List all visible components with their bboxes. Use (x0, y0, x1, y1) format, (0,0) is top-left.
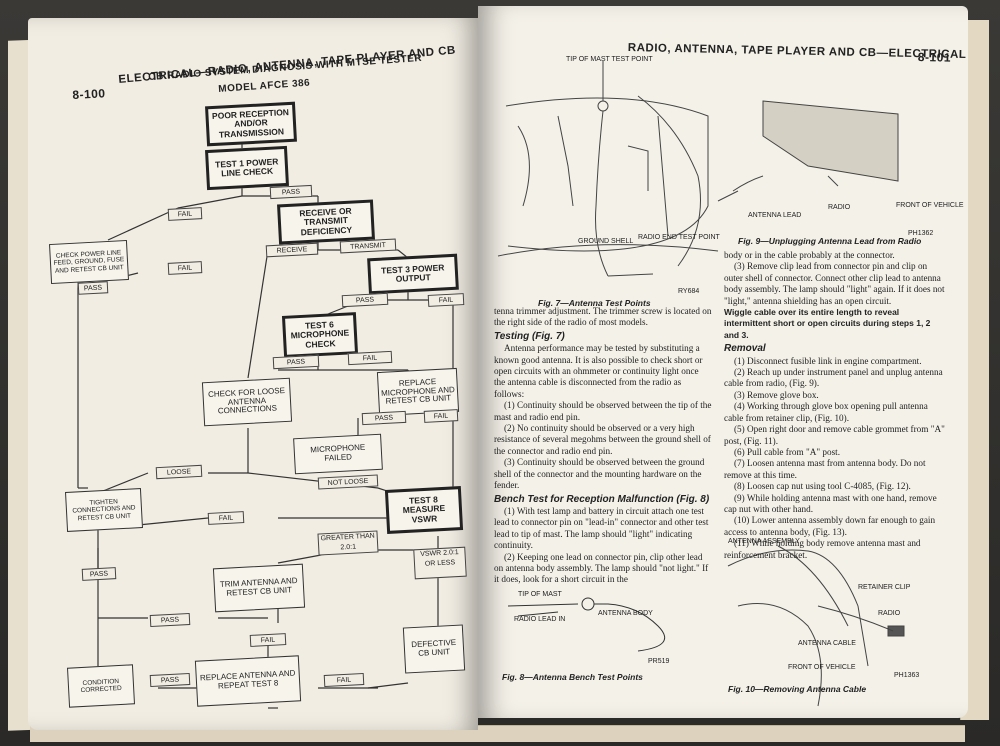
col1-bench-p1: (1) With test lamp and battery in circui… (494, 505, 709, 551)
right-page: RADIO, ANTENNA, TAPE PLAYER AND CB—ELECT… (478, 6, 968, 718)
flow-test1-box: TEST 1 POWER LINE CHECK (205, 145, 289, 191)
fig8-antenna-body-label: ANTENNA BODY (598, 610, 653, 617)
col2-r5: (5) Open right door and remove cable gro… (724, 424, 945, 446)
flow-pass-tag-1: PASS (269, 184, 313, 200)
fig10-front-label: FRONT OF VEHICLE (788, 664, 856, 671)
flow-receive-transmit-box: RECEIVE OR TRANSMIT DEFICIENCY (277, 199, 375, 245)
flow-greater-tag: GREATER THAN 2.0:1 (317, 530, 379, 556)
col1-testing-p2: (1) Continuity should be observed betwee… (494, 400, 712, 422)
flow-replace-antenna-box: REPLACE ANTENNA AND REPEAT TEST 8 (194, 655, 302, 707)
col1-testing-p4: (3) Continuity should be observed betwee… (494, 457, 705, 491)
fig9-code: PH1362 (908, 230, 934, 237)
flow-test6-box: TEST 6 MICROPHONE CHECK (281, 312, 359, 358)
flow-mic-failed-box: MICROPHONE FAILED (293, 433, 383, 475)
fig9-radio-label: RADIO (828, 204, 851, 211)
right-column-2: body or in the cable probably at the con… (724, 250, 946, 561)
flow-pass-tag-4: PASS (272, 354, 320, 370)
flow-vswr-less-tag: VSWR 2.0:1 OR LESS (413, 546, 467, 580)
flow-check-antenna-box: CHECK FOR LOOSE ANTENNA CONNECTIONS (201, 377, 293, 427)
col1-intro: tenna trimmer adjustment. The trimmer sc… (494, 306, 712, 328)
fig7-tip-label: TIP OF MAST TEST POINT (566, 56, 653, 63)
flow-fail-tag-4: FAIL (347, 350, 393, 366)
flow-fail-tag-7: FAIL (249, 633, 287, 647)
fig10-cable-label: ANTENNA CABLE (798, 640, 856, 647)
fig9-front-label: FRONT OF VEHICLE (896, 202, 964, 209)
col2-p1: body or in the cable probably at the con… (724, 250, 895, 260)
flow-pass-tag-3: PASS (341, 292, 389, 308)
testing-heading: Testing (Fig. 7) (494, 330, 565, 342)
col2-p2: (3) Remove clip lead from connector pin … (724, 261, 945, 306)
flow-fail-tag-6: FAIL (207, 511, 245, 525)
right-column-1: tenna trimmer adjustment. The trimmer sc… (494, 306, 712, 586)
flow-start-box: POOR RECEPTION AND/OR TRANSMISSION (205, 101, 297, 147)
col2-note: Wiggle cable over its entire length to r… (724, 307, 931, 340)
flow-pass-tag-5: PASS (361, 410, 407, 426)
figure-illustrations (497, 61, 905, 707)
col2-r3: (3) Remove glove box. (734, 389, 819, 400)
col2-r1: (1) Disconnect fusible link in engine co… (734, 355, 922, 366)
flow-pass-tag-6: PASS (81, 567, 117, 581)
flow-defective-box: DEFECTIVE CB UNIT (402, 624, 466, 674)
col2-r10: (10) Lower antenna assembly down far eno… (724, 515, 936, 537)
fig8-radio-lead-label: RADIO LEAD IN (514, 616, 566, 623)
flow-loose-tag: LOOSE (155, 464, 203, 480)
flow-fail-tag-1: FAIL (167, 207, 203, 221)
flow-pass-tag-7: PASS (149, 612, 191, 628)
flow-pass-tag-2: PASS (77, 281, 109, 295)
col2-r11: (11) While holding body remove antenna m… (724, 538, 921, 560)
left-page: 8-100 ELECTRICAL—RADIO, ANTENNA, TAPE PL… (28, 18, 478, 730)
fig10-retainer-label: RETAINER CLIP (858, 584, 911, 591)
fig7-code: RY684 (678, 288, 700, 295)
fig8-code: PR519 (648, 658, 670, 665)
flow-fail-tag-8: FAIL (323, 672, 365, 688)
flow-check-power-box: CHECK POWER LINE FEED, GROUND, FUSE AND … (49, 239, 129, 285)
fig9-antenna-lead-label: ANTENNA LEAD (748, 212, 802, 219)
col2-r9: (9) While holding antenna mast with one … (724, 492, 937, 514)
fig7-caption: Fig. 7—Antenna Test Points (538, 298, 651, 308)
flow-corrected-box: CONDITION CORRECTED (66, 664, 136, 708)
flow-test3-box: TEST 3 POWER OUTPUT (367, 253, 459, 295)
flow-fail-tag-5: FAIL (423, 409, 459, 423)
col1-bench-p2: (2) Keeping one lead on connector pin, c… (494, 551, 709, 585)
flow-fail-tag-2: FAIL (167, 261, 203, 275)
fig8-caption: Fig. 8—Antenna Bench Test Points (502, 672, 643, 682)
col2-r7: (7) Loosen antenna mast from antenna bod… (724, 458, 926, 480)
bench-heading: Bench Test for Reception Malfunction (Fi… (494, 493, 710, 505)
fig10-radio-label: RADIO (878, 610, 901, 617)
col2-r2: (2) Reach up under instrument panel and … (724, 367, 943, 389)
flow-test8-box: TEST 8 MEASURE VSWR (384, 486, 464, 534)
fig10-assembly-label: ANTENNA ASSEMBLY (728, 538, 800, 545)
flow-fail-tag-3: FAIL (427, 293, 465, 307)
fig10-code: PH1363 (894, 672, 920, 679)
removal-heading: Removal (724, 343, 766, 355)
fig10-caption: Fig. 10—Removing Antenna Cable (728, 684, 867, 694)
col1-testing-p3: (2) No continuity should be observed or … (494, 423, 711, 456)
flow-trim-box: TRIM ANTENNA AND RETEST CB UNIT (212, 563, 306, 613)
fig7-radio-end-label: RADIO END TEST POINT (638, 234, 720, 241)
fig8-tip-label: TIP OF MAST (518, 591, 562, 598)
col1-testing-p1: Antenna performance may be tested by sub… (494, 343, 703, 399)
flow-pass-tag-8: PASS (149, 672, 191, 688)
fig7-ground-label: GROUND SHELL (578, 238, 634, 245)
flow-tighten-box: TIGHTEN CONNECTIONS AND RETEST CB UNIT (65, 488, 143, 532)
col2-r4: (4) Working through glove box opening pu… (724, 401, 928, 423)
fig9-caption: Fig. 9—Unplugging Antenna Lead from Radi… (738, 236, 922, 246)
col2-r6: (6) Pull cable from "A" post. (734, 446, 840, 457)
col2-r8: (8) Loosen cap nut using tool C-4085, (F… (734, 481, 911, 492)
